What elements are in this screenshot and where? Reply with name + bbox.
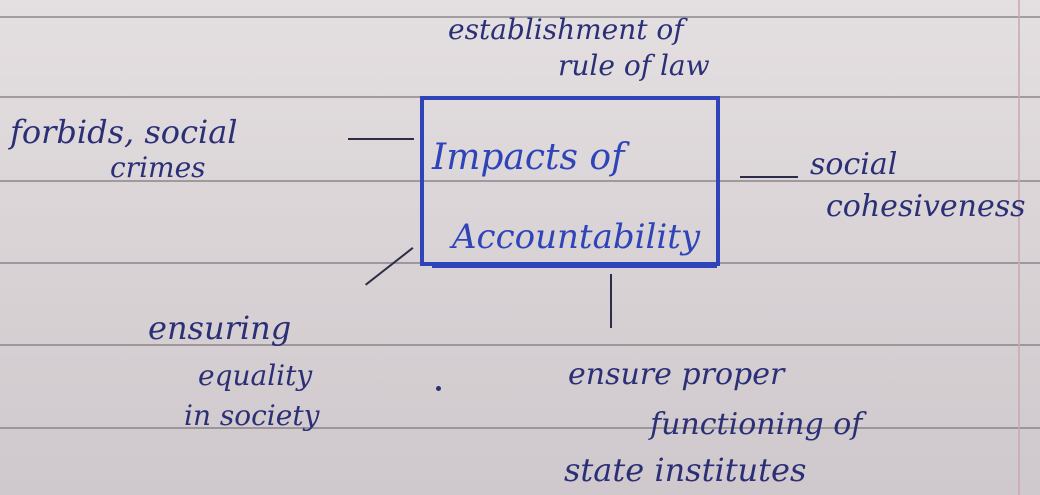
left-branch-line2: crimes — [110, 151, 206, 184]
top-branch-line2: rule of law — [558, 49, 710, 82]
bottom-branch-line3: state institutes — [564, 451, 807, 489]
central-underline — [432, 264, 717, 268]
bottom-left-branch-line3: in society — [184, 399, 320, 432]
central-title-line2: Accountability — [452, 217, 701, 257]
margin-line — [1018, 0, 1020, 495]
ruled-line — [0, 180, 1040, 182]
ruled-line — [0, 16, 1040, 18]
connector-right — [740, 176, 798, 178]
bottom-left-branch-line2: equality — [198, 359, 313, 392]
ruled-line — [0, 427, 1040, 429]
ruled-line — [0, 344, 1040, 346]
connector-bottom-left — [365, 247, 414, 286]
bottom-left-branch-line1: ensuring — [148, 309, 292, 347]
right-branch-line1: social — [810, 147, 898, 182]
connector-bottom — [610, 274, 612, 328]
bottom-branch-line1: ensure proper — [568, 357, 785, 392]
top-branch-line1: establishment of — [448, 13, 684, 46]
right-branch-line2: cohesiveness — [826, 189, 1026, 224]
ink-dot — [436, 386, 441, 391]
central-title-line1: Impacts of — [432, 137, 625, 178]
left-branch-line1: forbids, social — [10, 113, 238, 151]
bottom-branch-line2: functioning of — [650, 407, 863, 442]
connector-left — [348, 138, 414, 140]
